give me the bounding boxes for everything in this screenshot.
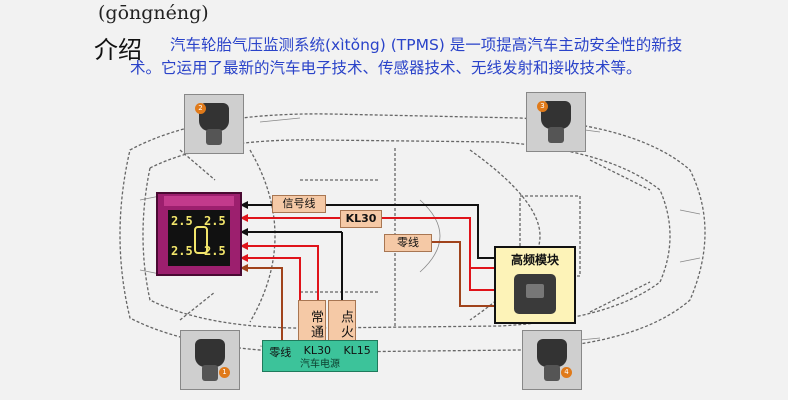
zero-wire-label: 零线: [384, 234, 432, 252]
tire-sensor-front-right: 3: [526, 92, 586, 152]
power-kl15-label: KL15: [343, 344, 371, 357]
display-screen: 2.5 2.5 2.5 2.5: [168, 210, 230, 266]
display-value-fl: 2.5: [171, 214, 193, 228]
power-zero-label: 零线: [269, 346, 292, 359]
page-title: 介绍: [94, 36, 142, 64]
intro-paragraph: 汽车轮胎气压监测系统(xìtǒng) (TPMS) 是一项提高汽车主动安全性的新…: [130, 36, 683, 77]
signal-wire-label: 信号线: [272, 195, 326, 213]
sensor-number-badge: 2: [195, 103, 206, 114]
tire-sensor-rear-right: 4: [522, 330, 582, 390]
sensor-number-badge: 3: [537, 101, 548, 112]
hf-module-device-icon: [514, 274, 556, 314]
sensor-number-badge: 4: [561, 367, 572, 378]
display-value-fr: 2.5: [204, 214, 226, 228]
kl30-wires: [240, 217, 494, 340]
hf-module-box: 高频模块: [494, 246, 576, 324]
sensor-icon: [195, 339, 225, 381]
sensor-number-badge: 1: [219, 367, 230, 378]
signal-wires: [240, 204, 494, 300]
hf-module-label: 高频模块: [510, 253, 559, 267]
car-outline: [119, 113, 706, 353]
display-value-rl: 2.5: [171, 244, 193, 258]
power-name: 汽车电源: [300, 359, 340, 370]
display-value-rr: 2.5: [204, 244, 226, 258]
wire-arrows: [240, 214, 248, 262]
kl30-top-label: KL30: [340, 210, 382, 228]
tire-sensor-rear-left: 1: [180, 330, 240, 390]
car-silhouette-icon: [194, 226, 208, 254]
pinyin-annotation: (gōngnéng): [98, 2, 209, 24]
tire-sensor-front-left: 2: [184, 94, 244, 154]
ground-wires: [240, 241, 494, 340]
pressure-display: 2.5 2.5 2.5 2.5: [156, 192, 242, 276]
sensor-icon: [541, 101, 571, 143]
ignition-box: 点火: [328, 300, 356, 346]
sensor-icon: [537, 339, 567, 381]
display-header-strip: [164, 196, 234, 206]
car-power-supply: 零线 KL30 KL15 汽车电源: [262, 340, 378, 372]
power-kl30-label: KL30: [303, 344, 331, 357]
